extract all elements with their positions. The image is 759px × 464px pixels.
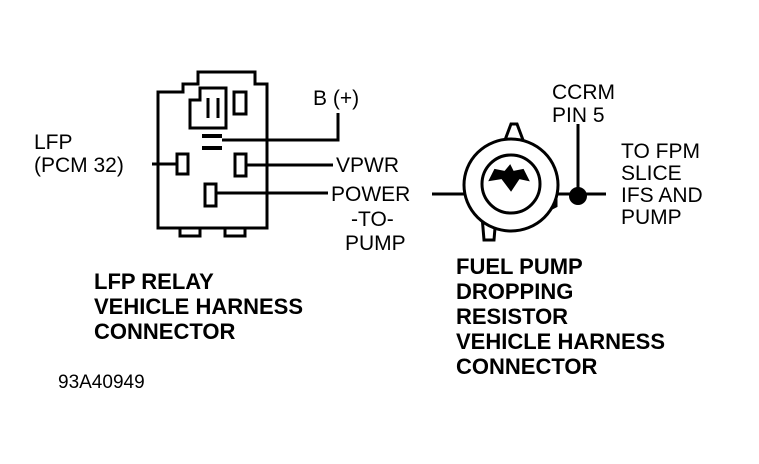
relay-caption-line3: CONNECTOR — [94, 319, 236, 344]
power-label: POWER — [331, 183, 411, 206]
b-plus-wire — [222, 113, 340, 142]
resistor-caption-line5: CONNECTOR — [456, 354, 598, 379]
resistor-caption-line2: DROPPING — [456, 279, 574, 304]
resistor-caption-line3: RESISTOR — [456, 304, 569, 329]
resistor-caption-line4: VEHICLE HARNESS — [456, 329, 666, 354]
fpm-label-line2: SLICE — [621, 162, 682, 185]
ccrm-label: CCRM PIN 5 — [552, 81, 615, 127]
relay-caption-line2: VEHICLE HARNESS — [94, 294, 304, 319]
ccrm-label-line2: PIN 5 — [552, 104, 605, 127]
lfp-relay-connector — [156, 70, 269, 238]
fpm-label-line1: TO FPM — [621, 140, 700, 163]
figure-id: 93A40949 — [58, 372, 145, 393]
to-label: -TO- — [351, 208, 394, 231]
ccrm-label-line1: CCRM — [552, 81, 615, 104]
fpm-label-line4: PUMP — [621, 206, 682, 229]
vpwr-label: VPWR — [336, 154, 399, 177]
lfp-label-line2: (PCM 32) — [34, 154, 124, 177]
splice-dot — [569, 187, 587, 205]
lfp-label: LFP (PCM 32) — [34, 131, 124, 177]
relay-caption: LFP RELAY VEHICLE HARNESS CONNECTOR — [94, 269, 303, 344]
pump-label: PUMP — [345, 232, 406, 255]
b-plus-label: B (+) — [313, 87, 360, 110]
resistor-connector — [462, 122, 560, 242]
fpm-label-line3: IFS AND — [621, 184, 703, 207]
resistor-caption: FUEL PUMP DROPPING RESISTOR VEHICLE HARN… — [456, 254, 665, 379]
fpm-label: TO FPM SLICE IFS AND PUMP — [621, 141, 703, 229]
resistor-caption-line1: FUEL PUMP — [456, 254, 583, 279]
relay-caption-line1: LFP RELAY — [94, 269, 214, 294]
lfp-label-line1: LFP — [34, 131, 73, 154]
